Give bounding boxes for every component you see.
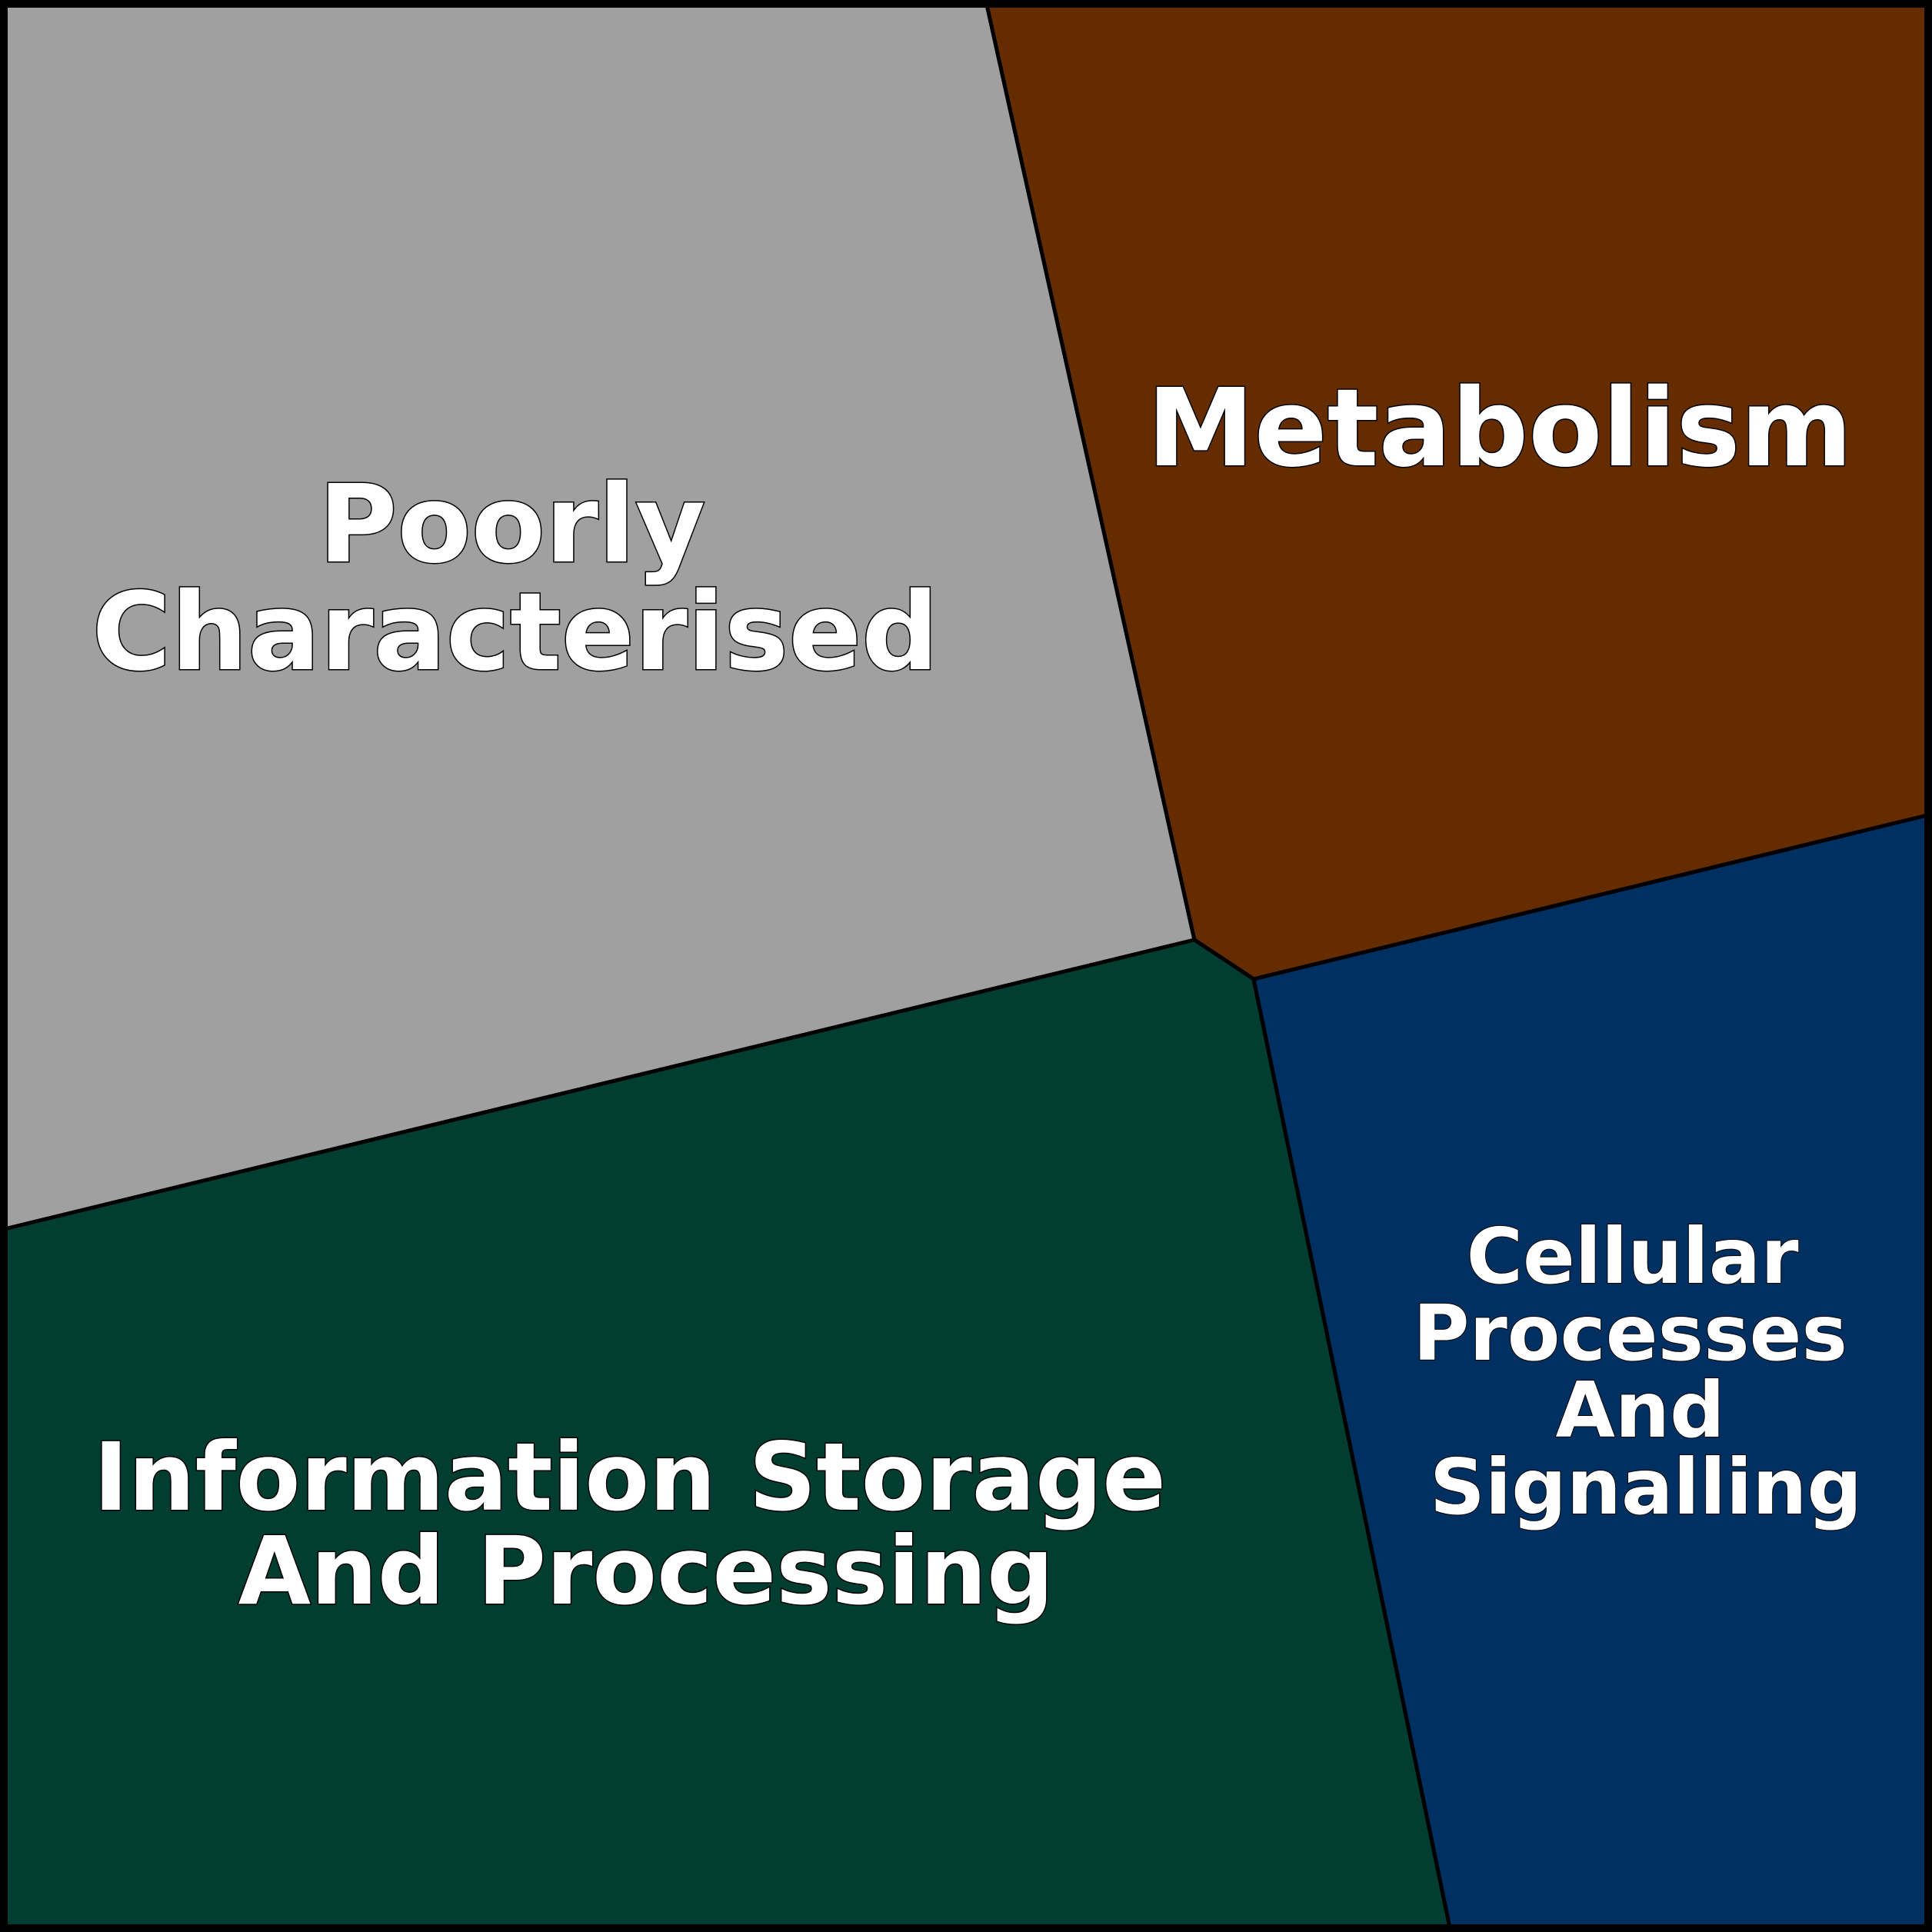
label-line: Information Storage <box>93 1423 1166 1532</box>
label-line: Metabolism <box>1147 366 1852 491</box>
label-line: Cellular <box>1467 1211 1800 1301</box>
cell-label-cellular-processes: Cellular Processes And Signalling <box>1413 1211 1874 1532</box>
label-line: Processes <box>1413 1288 1847 1378</box>
label-line: And Processing <box>238 1517 1054 1626</box>
cell-label-metabolism: Metabolism <box>1147 366 1852 491</box>
cell-label-information-storage: Information Storage And Processing <box>93 1423 1198 1626</box>
label-line: Poorly <box>318 462 705 588</box>
label-line: Signalling <box>1430 1442 1862 1532</box>
cell-label-poorly-characterised: Poorly Characterised <box>92 462 939 695</box>
label-line: Characterised <box>92 570 939 695</box>
label-line: And <box>1556 1365 1725 1455</box>
